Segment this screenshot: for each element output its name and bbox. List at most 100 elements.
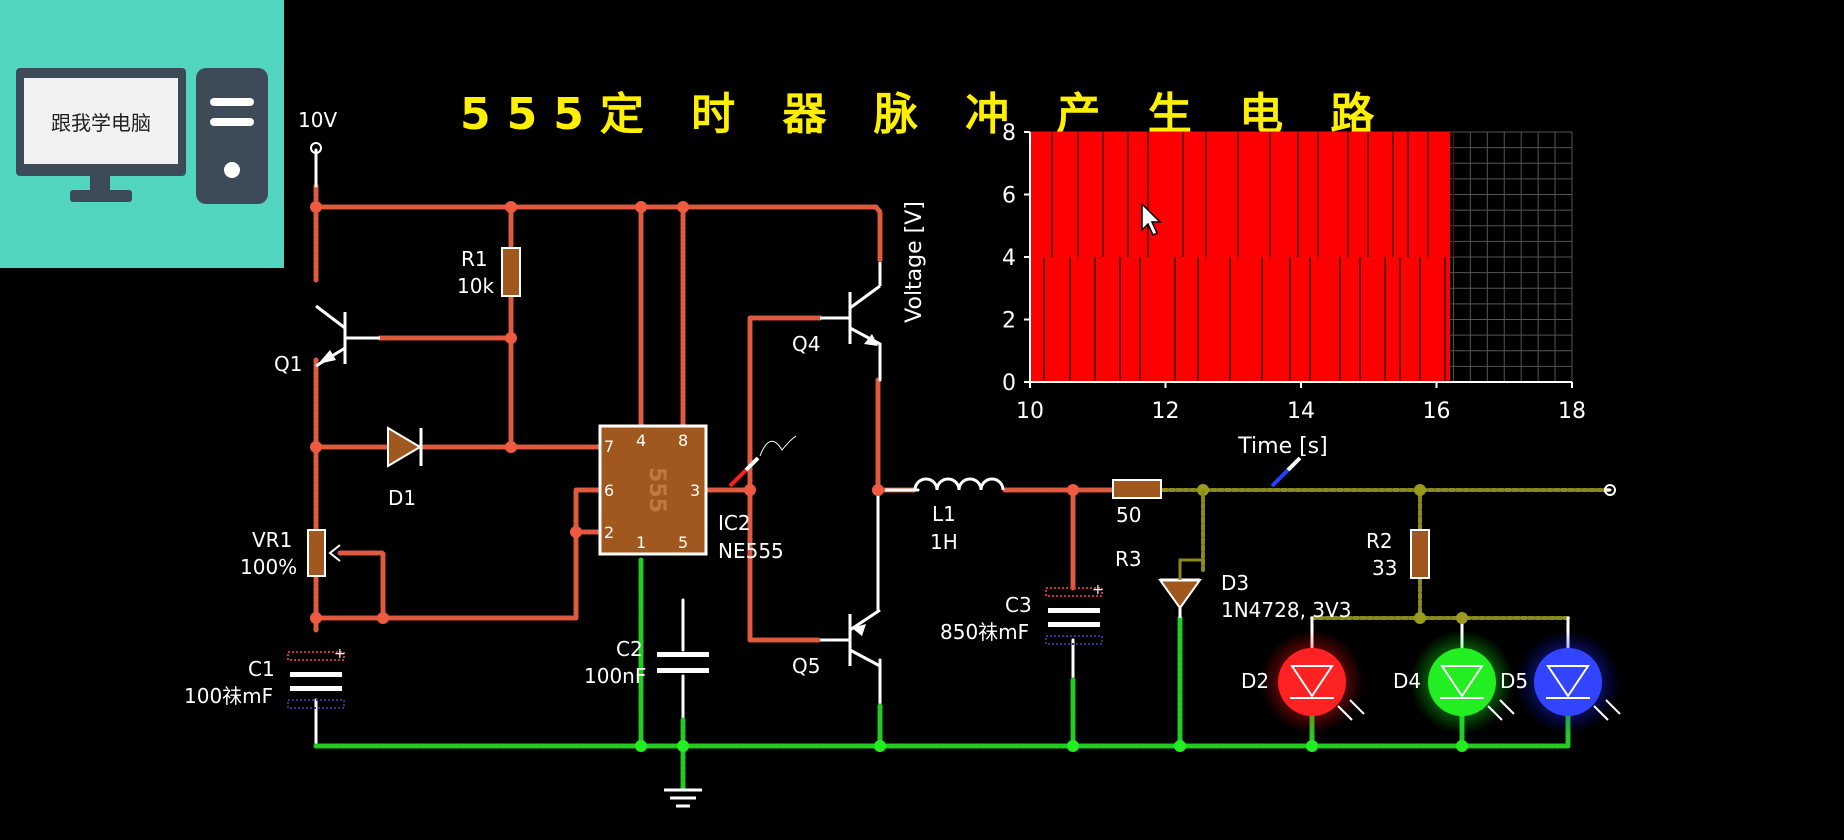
logo-screen-text: 跟我学电脑 [24, 78, 178, 164]
ic-pin-1: 1 [636, 533, 646, 552]
junction-dots-ground [635, 740, 1468, 752]
capacitor-c1[interactable]: + [287, 646, 346, 709]
y-tick-label: 4 [1002, 246, 1016, 271]
led-d4[interactable] [1410, 630, 1515, 734]
y-tick-label: 0 [1002, 371, 1016, 396]
y-axis-label: Voltage [V] [902, 201, 927, 323]
capacitor-c3[interactable]: + [1045, 582, 1104, 645]
l1-value: 1H [930, 530, 958, 554]
d2-name: D2 [1241, 669, 1269, 693]
ic2-name: IC2 [718, 511, 751, 535]
ic-pin-3: 3 [690, 481, 700, 500]
wire-pin6 [313, 487, 603, 621]
y-tick-label: 2 [1002, 309, 1016, 334]
c3-name: C3 [1005, 593, 1032, 617]
junction-dots [310, 201, 1079, 624]
monitor-foot [70, 190, 132, 202]
c2-name: C2 [616, 637, 643, 661]
ic-pin-2: 2 [604, 523, 614, 542]
ic2-value: NE555 [718, 539, 784, 563]
capacitor-c2[interactable] [657, 652, 709, 673]
resistor-r1[interactable] [501, 247, 521, 297]
q1-arrow-icon [318, 350, 336, 364]
transistor-q4[interactable] [820, 262, 882, 346]
tower-slot [210, 98, 254, 106]
x-tick-label: 10 [1016, 399, 1044, 424]
wire-q5-base [747, 487, 823, 643]
c1-value: 100祙mF [184, 684, 273, 708]
r1-name: R1 [461, 247, 488, 271]
vr1-name: VR1 [252, 528, 292, 552]
chart-tick-labels: 10 12 14 16 18 0 2 4 6 8 [1002, 121, 1586, 424]
resistor-r2[interactable] [1410, 529, 1430, 579]
wire-vr1-wiper [337, 550, 386, 621]
power-dot [224, 162, 240, 178]
mouse-cursor-icon [1141, 202, 1162, 237]
monitor-icon: 跟我学电脑 [16, 68, 186, 176]
y-tick-label: 6 [1002, 184, 1016, 209]
q4-name: Q4 [792, 332, 820, 356]
ic-pin-4: 4 [636, 431, 646, 450]
ic-chip-label: 555 [644, 467, 669, 513]
wire-output-node [875, 377, 918, 493]
ic-pin-7: 7 [604, 437, 614, 456]
x-tick-label: 18 [1558, 399, 1586, 424]
diode-d1[interactable] [387, 426, 423, 468]
scope-chart: 10 12 14 16 18 0 2 4 6 8 Time [s] Voltage [V] [902, 121, 1586, 459]
c3-value: 850祙mF [940, 620, 1029, 644]
resistor-r3[interactable] [1112, 479, 1162, 499]
blue-probe-icon[interactable] [1270, 456, 1302, 488]
d3-name: D3 [1221, 571, 1249, 595]
d3-value: 1N4728, 3V3 [1221, 598, 1351, 622]
supply-label: 10V [298, 108, 337, 132]
output-terminal[interactable] [1604, 484, 1616, 496]
d4-name: D4 [1393, 669, 1421, 693]
logo-panel: 跟我学电脑 [0, 0, 284, 268]
zener-diode-d3[interactable] [1158, 490, 1205, 618]
q5-arrow-icon [852, 624, 866, 636]
x-tick-label: 16 [1423, 399, 1451, 424]
r3-name: R3 [1115, 547, 1142, 571]
ic-pin-8: 8 [678, 431, 688, 450]
vcc-terminal[interactable] [310, 142, 322, 154]
led-d5[interactable] [1516, 630, 1621, 734]
vr1-value: 100% [240, 555, 297, 579]
q5-name: Q5 [792, 654, 820, 678]
svg-text:+: + [1092, 582, 1104, 598]
r2-name: R2 [1366, 529, 1393, 553]
x-axis-label: Time [s] [1237, 434, 1327, 459]
x-tick-label: 12 [1152, 399, 1180, 424]
wire-vcc-rail [313, 204, 883, 263]
monitor-neck [90, 176, 110, 190]
r2-value: 33 [1372, 556, 1397, 580]
transistor-q5[interactable] [820, 608, 881, 668]
ic-pin-5: 5 [678, 533, 688, 552]
y-tick-label: 8 [1002, 121, 1016, 146]
q1-name: Q1 [274, 352, 302, 376]
inductor-l1[interactable] [885, 477, 1005, 492]
ic-ne555[interactable]: 555 7 4 8 6 3 2 1 5 [598, 424, 708, 556]
q4-arrow-icon [864, 334, 878, 346]
red-probe-icon[interactable] [728, 435, 797, 488]
x-tick-label: 14 [1287, 399, 1315, 424]
r1-value: 10k [457, 274, 494, 298]
r3-value: 50 [1116, 503, 1141, 527]
potentiometer-vr1[interactable] [307, 529, 341, 577]
pc-tower-icon [196, 68, 268, 204]
led-d2[interactable] [1260, 630, 1365, 734]
junction-dots-olive [1197, 484, 1468, 624]
c1-name: C1 [248, 657, 275, 681]
tower-slot [210, 118, 254, 126]
d1-name: D1 [388, 486, 416, 510]
c2-value: 100nF [584, 664, 646, 688]
d5-name: D5 [1500, 669, 1528, 693]
wire-q4-base [747, 315, 823, 493]
wires [313, 148, 1612, 793]
ic-pin-6: 6 [604, 481, 614, 500]
l1-name: L1 [932, 502, 956, 526]
chart-data-area [1030, 132, 1454, 382]
ground-symbol-icon [664, 788, 702, 808]
svg-text:+: + [334, 646, 346, 662]
chart-area-fill [1030, 132, 1451, 382]
